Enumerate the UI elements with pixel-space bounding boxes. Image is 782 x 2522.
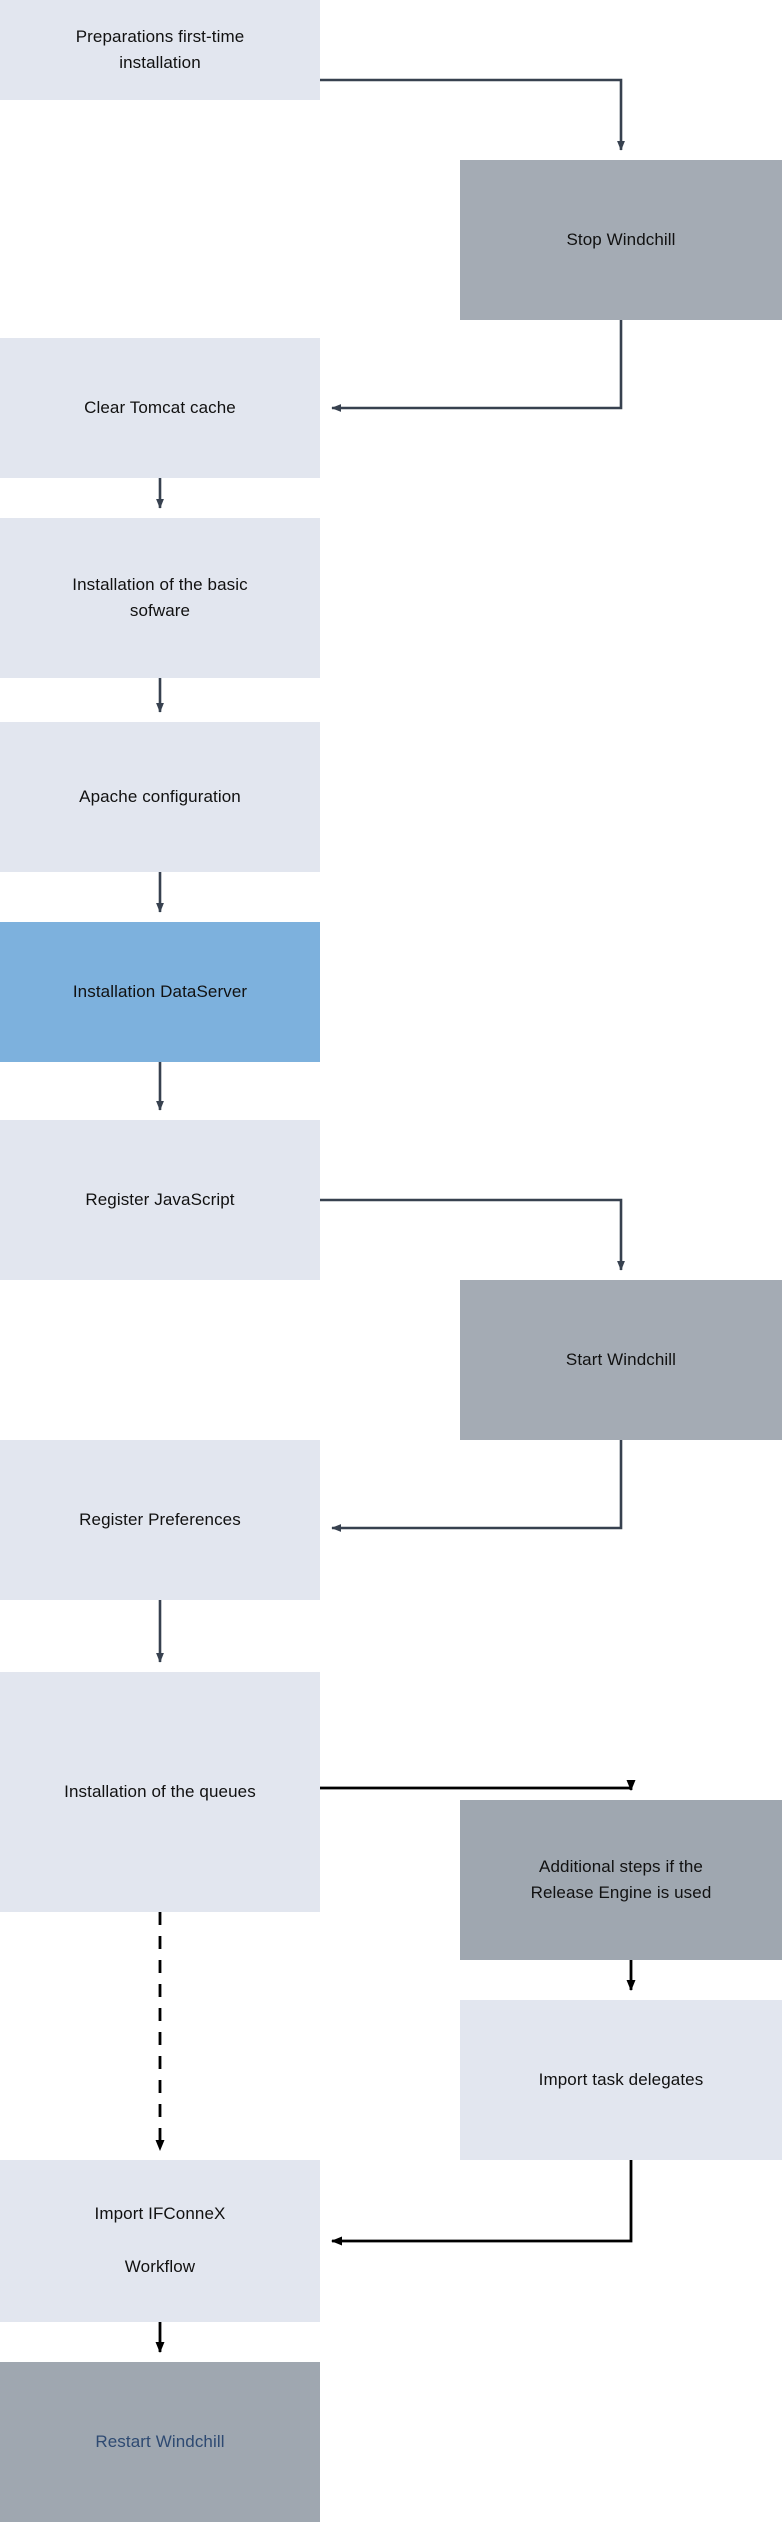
node-label: Clear Tomcat cache	[84, 397, 236, 417]
node-installation-queues[interactable]: Installation of the queues	[0, 1672, 320, 1912]
node-label: Installation of the basic sofware	[72, 574, 248, 620]
node-label: Register Preferences	[79, 1509, 241, 1529]
node-label: Register JavaScript	[85, 1189, 235, 1209]
node-stop-windchill[interactable]: Stop Windchill	[460, 160, 782, 320]
node-preparations[interactable]: Preparations first-time installation	[0, 0, 320, 100]
node-apache-configuration[interactable]: Apache configuration	[0, 722, 320, 872]
edge-queues-addsteps	[320, 1780, 636, 1791]
edge-prep-stop	[320, 78, 625, 151]
node-import-ifconnex-workflow[interactable]: Import IFConneX Workflow	[0, 2160, 320, 2322]
edge-start-prefs	[331, 1440, 623, 1532]
node-label: Installation DataServer	[72, 981, 248, 1001]
node-additional-steps-release-engine[interactable]: Additional steps if the Release Engine i…	[460, 1800, 782, 1960]
node-label: Additional steps if the Release Engine i…	[530, 1856, 712, 1902]
node-label: Restart Windchill	[95, 2431, 225, 2451]
edge-delegates-ifconnex	[331, 2160, 633, 2246]
node-label: Import task delegates	[538, 2069, 704, 2089]
node-label: Apache configuration	[79, 786, 241, 806]
node-start-windchill[interactable]: Start Windchill	[460, 1280, 782, 1440]
node-installation-dataserver[interactable]: Installation DataServer	[0, 922, 320, 1062]
node-restart-windchill[interactable]: Restart Windchill	[0, 2362, 320, 2522]
node-label: Preparations first-time installation	[75, 26, 245, 72]
node-register-preferences[interactable]: Register Preferences	[0, 1440, 320, 1600]
node-clear-tomcat-cache[interactable]: Clear Tomcat cache	[0, 338, 320, 478]
node-installation-basic-software[interactable]: Installation of the basic sofware	[0, 518, 320, 678]
node-import-task-delegates[interactable]: Import task delegates	[460, 2000, 782, 2160]
edge-stop-clear	[331, 320, 623, 412]
node-label: Stop Windchill	[566, 229, 676, 249]
node-label: Installation of the queues	[64, 1781, 256, 1801]
edge-js-start	[320, 1198, 625, 1271]
node-register-javascript[interactable]: Register JavaScript	[0, 1120, 320, 1280]
node-label: Import IFConneX Workflow	[94, 2204, 226, 2277]
node-label: Start Windchill	[565, 1349, 677, 1369]
